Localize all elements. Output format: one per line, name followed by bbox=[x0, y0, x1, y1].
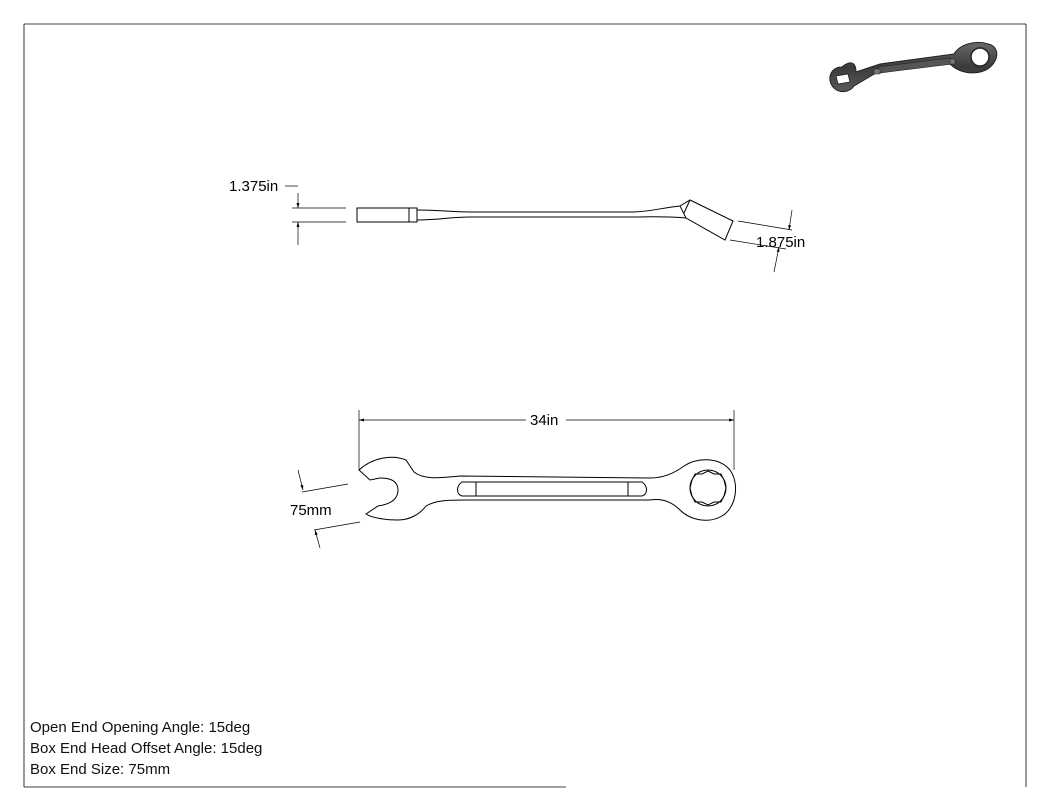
spec-open-end-angle: Open End Opening Angle: 15deg bbox=[30, 719, 251, 736]
dim-thickness-open bbox=[285, 185, 346, 245]
spec-box-end-size: Box End Size: 75mm bbox=[30, 761, 171, 778]
dim-opening bbox=[297, 469, 361, 549]
dim-thickness-box bbox=[729, 209, 793, 273]
wrench-side-view bbox=[356, 199, 734, 241]
wrench-iso-thumbnail bbox=[829, 41, 998, 93]
sheet-border bbox=[23, 23, 1027, 788]
dim-thickness-box-label: 1.875in bbox=[756, 234, 805, 251]
dim-length-label: 34in bbox=[530, 412, 558, 429]
dim-length bbox=[358, 410, 735, 470]
spec-box-end-offset-angle: Box End Head Offset Angle: 15deg bbox=[30, 740, 263, 757]
dim-opening-label: 75mm bbox=[290, 502, 332, 519]
dim-thickness-open-label: 1.375in bbox=[229, 178, 278, 195]
wrench-front-view bbox=[358, 456, 737, 521]
